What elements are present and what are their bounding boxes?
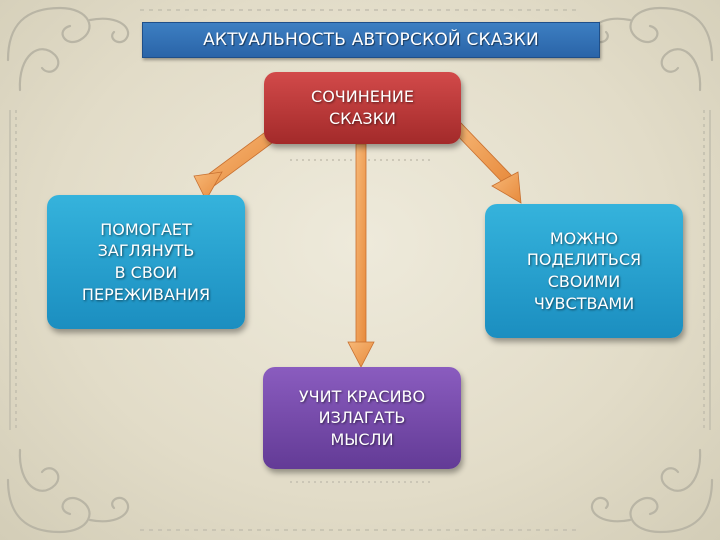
arrow-to-bottom-box	[348, 144, 374, 367]
node-express-thoughts-label: УЧИТ КРАСИВО ИЗЛАГАТЬ МЫСЛИ	[299, 386, 425, 451]
arrow-to-right-box	[452, 122, 521, 203]
node-share-feelings: МОЖНО ПОДЕЛИТЬСЯ СВОИМИ ЧУВСТВАМИ	[485, 204, 683, 338]
node-look-into-feelings-label: ПОМОГАЕТ ЗАГЛЯНУТЬ В СВОИ ПЕРЕЖИВАНИЯ	[82, 219, 210, 305]
slide-title: АКТУАЛЬНОСТЬ АВТОРСКОЙ СКАЗКИ	[203, 30, 539, 50]
node-look-into-feelings: ПОМОГАЕТ ЗАГЛЯНУТЬ В СВОИ ПЕРЕЖИВАНИЯ	[47, 195, 245, 329]
node-express-thoughts: УЧИТ КРАСИВО ИЗЛАГАТЬ МЫСЛИ	[263, 367, 461, 469]
node-compose-tale-label: СОЧИНЕНИЕ СКАЗКИ	[311, 86, 414, 129]
arrow-to-left-box	[194, 130, 276, 200]
title-bar: АКТУАЛЬНОСТЬ АВТОРСКОЙ СКАЗКИ	[142, 22, 600, 58]
node-compose-tale: СОЧИНЕНИЕ СКАЗКИ	[264, 72, 461, 144]
node-share-feelings-label: МОЖНО ПОДЕЛИТЬСЯ СВОИМИ ЧУВСТВАМИ	[527, 228, 641, 314]
